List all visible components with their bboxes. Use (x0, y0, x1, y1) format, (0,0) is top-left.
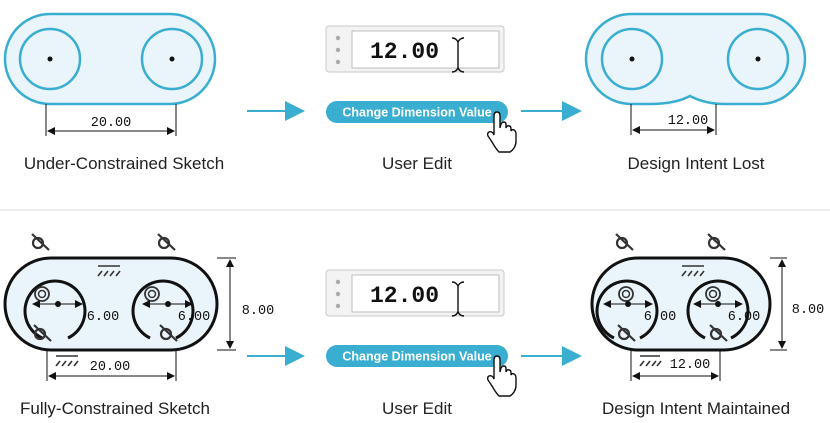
top-left-dimension[interactable]: 20.00 (91, 116, 132, 131)
dimension-input-top[interactable]: 12.00 (325, 25, 505, 73)
tangent-constraint-icon (33, 324, 52, 342)
drag-handle-icon (335, 279, 341, 309)
top-right-dimension[interactable]: 12.00 (668, 114, 709, 129)
fully-constrained-sketch: 6.00 6.00 8.00 20.00 (3, 233, 274, 381)
horizontal-constraint-icon (681, 265, 705, 277)
text-cursor-icon (451, 37, 465, 73)
right-width-dimension[interactable]: 12.00 (670, 358, 711, 373)
drag-handle-icon (335, 35, 341, 65)
hand-pointer-icon (486, 111, 517, 153)
tangent-constraint-icon (617, 324, 636, 342)
caption-user-edit-top: User Edit (382, 154, 452, 173)
left-radius-1[interactable]: 6.00 (87, 310, 119, 325)
horizontal-constraint-icon (97, 265, 121, 277)
text-cursor-icon (451, 281, 465, 317)
design-intent-lost-sketch: 12.00 (584, 12, 807, 135)
left-width-dimension[interactable]: 20.00 (90, 360, 131, 375)
horizontal-constraint-icon (639, 355, 662, 367)
tangent-constraint-icon (159, 324, 178, 342)
change-dimension-button-bottom[interactable]: Change Dimension Value (326, 345, 508, 367)
caption-design-intent-lost: Design Intent Lost (627, 154, 765, 173)
design-intent-maintained-sketch: 6.00 6.00 8.00 12.00 (590, 233, 824, 381)
change-dimension-button-top[interactable]: Change Dimension Value (326, 101, 508, 123)
change-dimension-button-label: Change Dimension Value (342, 106, 491, 120)
caption-design-intent-maintained: Design Intent Maintained (601, 399, 791, 418)
tangent-constraint-icon (707, 233, 726, 251)
hand-pointer-icon (486, 355, 517, 397)
left-height-dimension[interactable]: 8.00 (242, 304, 274, 319)
left-radius-2[interactable]: 6.00 (178, 310, 210, 325)
tangent-constraint-icon (157, 233, 176, 251)
dimension-input-value[interactable]: 12.00 (370, 283, 439, 309)
tangent-constraint-icon (31, 233, 50, 251)
under-constrained-sketch: 20.00 (3, 12, 217, 136)
caption-under-constrained: Under-Constrained Sketch (23, 154, 225, 173)
right-height-dimension[interactable]: 8.00 (792, 303, 824, 318)
horizontal-constraint-icon (55, 355, 79, 367)
dimension-input-bottom[interactable]: 12.00 (325, 269, 505, 317)
change-dimension-button-label: Change Dimension Value (342, 350, 491, 364)
tangent-constraint-icon (709, 324, 728, 342)
caption-user-edit-bottom: User Edit (382, 399, 452, 418)
tangent-constraint-icon (615, 233, 634, 251)
caption-fully-constrained: Fully-Constrained Sketch (20, 399, 210, 418)
right-radius-2[interactable]: 6.00 (728, 310, 760, 325)
dimension-input-value[interactable]: 12.00 (370, 39, 439, 65)
right-radius-1[interactable]: 6.00 (644, 310, 676, 325)
